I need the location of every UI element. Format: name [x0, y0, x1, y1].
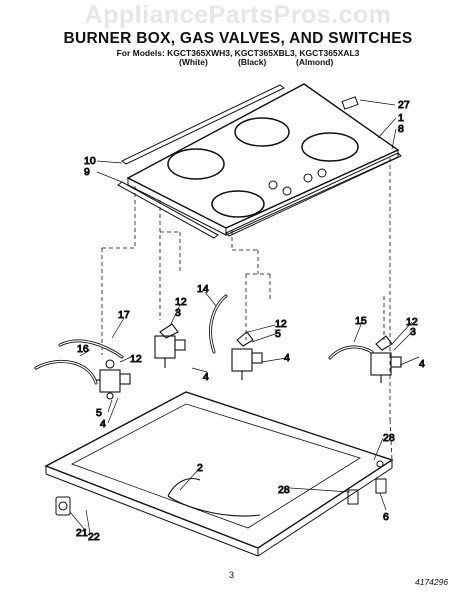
callout-15: 15: [355, 315, 367, 327]
gas-valve: [96, 359, 131, 400]
model-list: For Models: KGCT365XWH3, KGCT365XBL3, KG…: [116, 48, 360, 58]
document-number: 4174296: [415, 577, 449, 587]
callout-10: 10: [84, 155, 96, 167]
switch: [347, 489, 359, 505]
callout-6: 6: [383, 511, 389, 523]
callout-9: 9: [84, 166, 90, 178]
callout-28: 28: [383, 432, 395, 444]
gas-valves: [96, 323, 402, 400]
assembly-lines: [101, 158, 393, 461]
ignition-switch: [55, 496, 71, 516]
knob-hole: [317, 168, 327, 178]
callout-12: 12: [275, 318, 287, 330]
color-label-almond: (Almond): [296, 57, 334, 67]
callout-1: 1: [398, 112, 404, 124]
trim-strips: [117, 84, 402, 239]
callout-28: 28: [278, 484, 290, 496]
gas-valve: [154, 323, 186, 368]
gas-valve: [370, 335, 402, 383]
callout-2: 2: [197, 462, 203, 474]
color-label-white: (White): [179, 57, 208, 67]
callout-4: 4: [419, 358, 425, 370]
callout-labels: 27 1 8 10 9 14 12 3 12 5 12 3 17 16 12 1…: [76, 99, 426, 544]
callout-17: 17: [118, 309, 130, 321]
callout-5: 5: [275, 328, 281, 340]
knob-hole: [303, 173, 313, 183]
callout-27: 27: [398, 99, 410, 111]
clip: [341, 96, 359, 110]
burner-opening: [301, 132, 359, 162]
callout-8: 8: [398, 123, 404, 135]
burner-opening: [211, 190, 265, 218]
burner-opening: [234, 117, 290, 147]
gas-valve: [231, 331, 263, 380]
callout-16: 16: [77, 343, 89, 355]
diagram-title: BURNER BOX, GAS VALVES, AND SWITCHES: [63, 30, 413, 47]
callout-12: 12: [130, 353, 142, 365]
callout-3: 3: [175, 307, 181, 319]
page-number: 3: [229, 570, 235, 580]
burner-opening: [167, 148, 225, 180]
callout-5: 5: [96, 407, 102, 419]
callout-4: 4: [100, 418, 106, 430]
color-label-black: (Black): [238, 57, 267, 67]
callout-21: 21: [76, 527, 88, 539]
callout-3: 3: [410, 326, 416, 338]
switches: [55, 460, 387, 516]
callout-14: 14: [197, 283, 209, 295]
leader-lines: [69, 99, 420, 534]
burner-box: [44, 391, 394, 557]
callout-12: 12: [175, 296, 187, 308]
callout-4: 4: [284, 352, 290, 364]
callout-4: 4: [203, 371, 209, 383]
watermark: AppliancePartsPros.com: [84, 1, 392, 29]
knob-hole: [282, 186, 292, 196]
callout-12: 12: [406, 316, 418, 328]
gas-tubes: [34, 294, 374, 385]
callout-22: 22: [88, 531, 100, 543]
knob-hole: [268, 180, 278, 190]
switch: [375, 478, 387, 494]
